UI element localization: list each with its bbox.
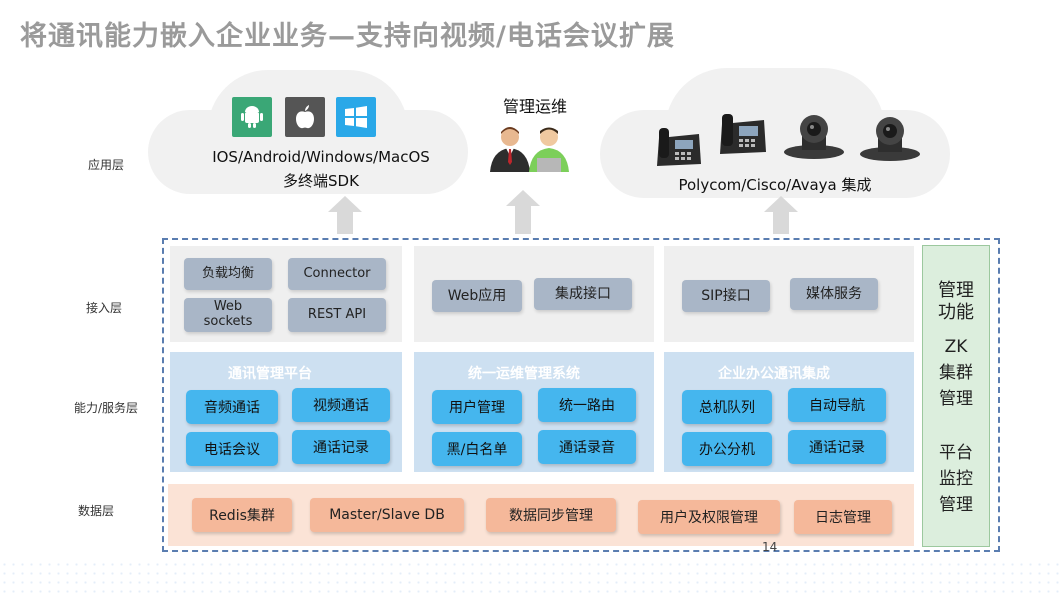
audio-call-box: 音频通话 [186,390,278,424]
windows-icon [336,97,376,137]
conference-box: 电话会议 [186,432,278,466]
master-slave-db-box: Master/Slave DB [310,498,464,532]
auto-attendant-box: 自动导航 [788,388,886,422]
switchboard-queue-box: 总机队列 [682,390,772,424]
desk-phone-icon-2 [718,110,768,160]
media-service-box: 媒体服务 [790,278,878,310]
layer-label-data: 数据层 [78,504,115,518]
panel-title-comm: 通讯管理平台 [228,366,312,382]
rest-api-box: REST API [288,298,386,332]
dot-pattern-decoration [0,560,1063,594]
person-businessman-icon [488,124,532,176]
sip-interface-box: SIP接口 [682,280,770,312]
management-panel: 管理 功能 ZK 集群 管理 平台 监控 管理 [922,245,990,547]
apple-icon [285,97,325,137]
architecture-frame [162,238,1000,552]
unified-routing-box: 统一路由 [538,388,636,422]
web-app-box: Web应用 [432,280,522,312]
integration-api-box: 集成接口 [534,278,632,310]
user-permission-box: 用户及权限管理 [638,500,780,534]
layer-label-app: 应用层 [88,158,125,172]
arrow-up-icon [506,190,540,234]
arrow-up-icon [328,196,362,234]
load-balancer-box: 负载均衡 [184,258,272,290]
layer-label-access: 接入层 [86,301,123,315]
video-call-box: 视频通话 [292,388,390,422]
mgmt-cluster-manage: 管理 [939,389,973,409]
arrow-up-icon [764,196,798,234]
log-mgmt-box: 日志管理 [794,500,892,534]
sdk-platforms-text: IOS/Android/Windows/MacOS [212,148,430,166]
ops-title: 管理运维 [502,97,567,116]
redis-cluster-box: Redis集群 [192,498,292,532]
websockets-box: Web sockets [184,298,272,332]
desk-phone-icon [655,124,703,172]
blacklist-box: 黑/白名单 [432,432,522,466]
page-number: 14 [762,540,778,554]
data-sync-box: 数据同步管理 [486,498,616,532]
mgmt-platform: 平台 [939,443,973,463]
mgmt-zk: ZK [944,337,968,357]
mgmt-monitor-manage: 管理 [939,495,973,515]
page-title: 将通讯能力嵌入企业业务—支持向视频/电话会议扩展 [20,21,675,52]
panel-title-office: 企业办公通讯集成 [718,366,830,382]
video-camera-icon-2 [858,114,922,166]
call-recording-box: 通话录音 [538,430,636,464]
integration-vendors-text: Polycom/Cisco/Avaya 集成 [678,176,872,194]
call-log-box: 通话记录 [292,430,390,464]
sdk-label-text: 多终端SDK [283,172,359,190]
office-extension-box: 办公分机 [682,432,772,466]
android-icon [232,97,272,137]
mgmt-title-1: 管理 [938,280,974,301]
user-mgmt-box: 用户管理 [432,390,522,424]
mgmt-cluster: 集群 [939,363,973,383]
connector-box: Connector [288,258,386,290]
person-agent-icon [527,124,571,176]
panel-title-ops: 统一运维管理系统 [468,366,580,382]
layer-label-service: 能力/服务层 [74,401,139,415]
video-camera-icon [782,112,846,164]
mgmt-title-2: 功能 [938,302,974,323]
mgmt-monitor: 监控 [939,469,973,489]
office-call-log-box: 通话记录 [788,430,886,464]
